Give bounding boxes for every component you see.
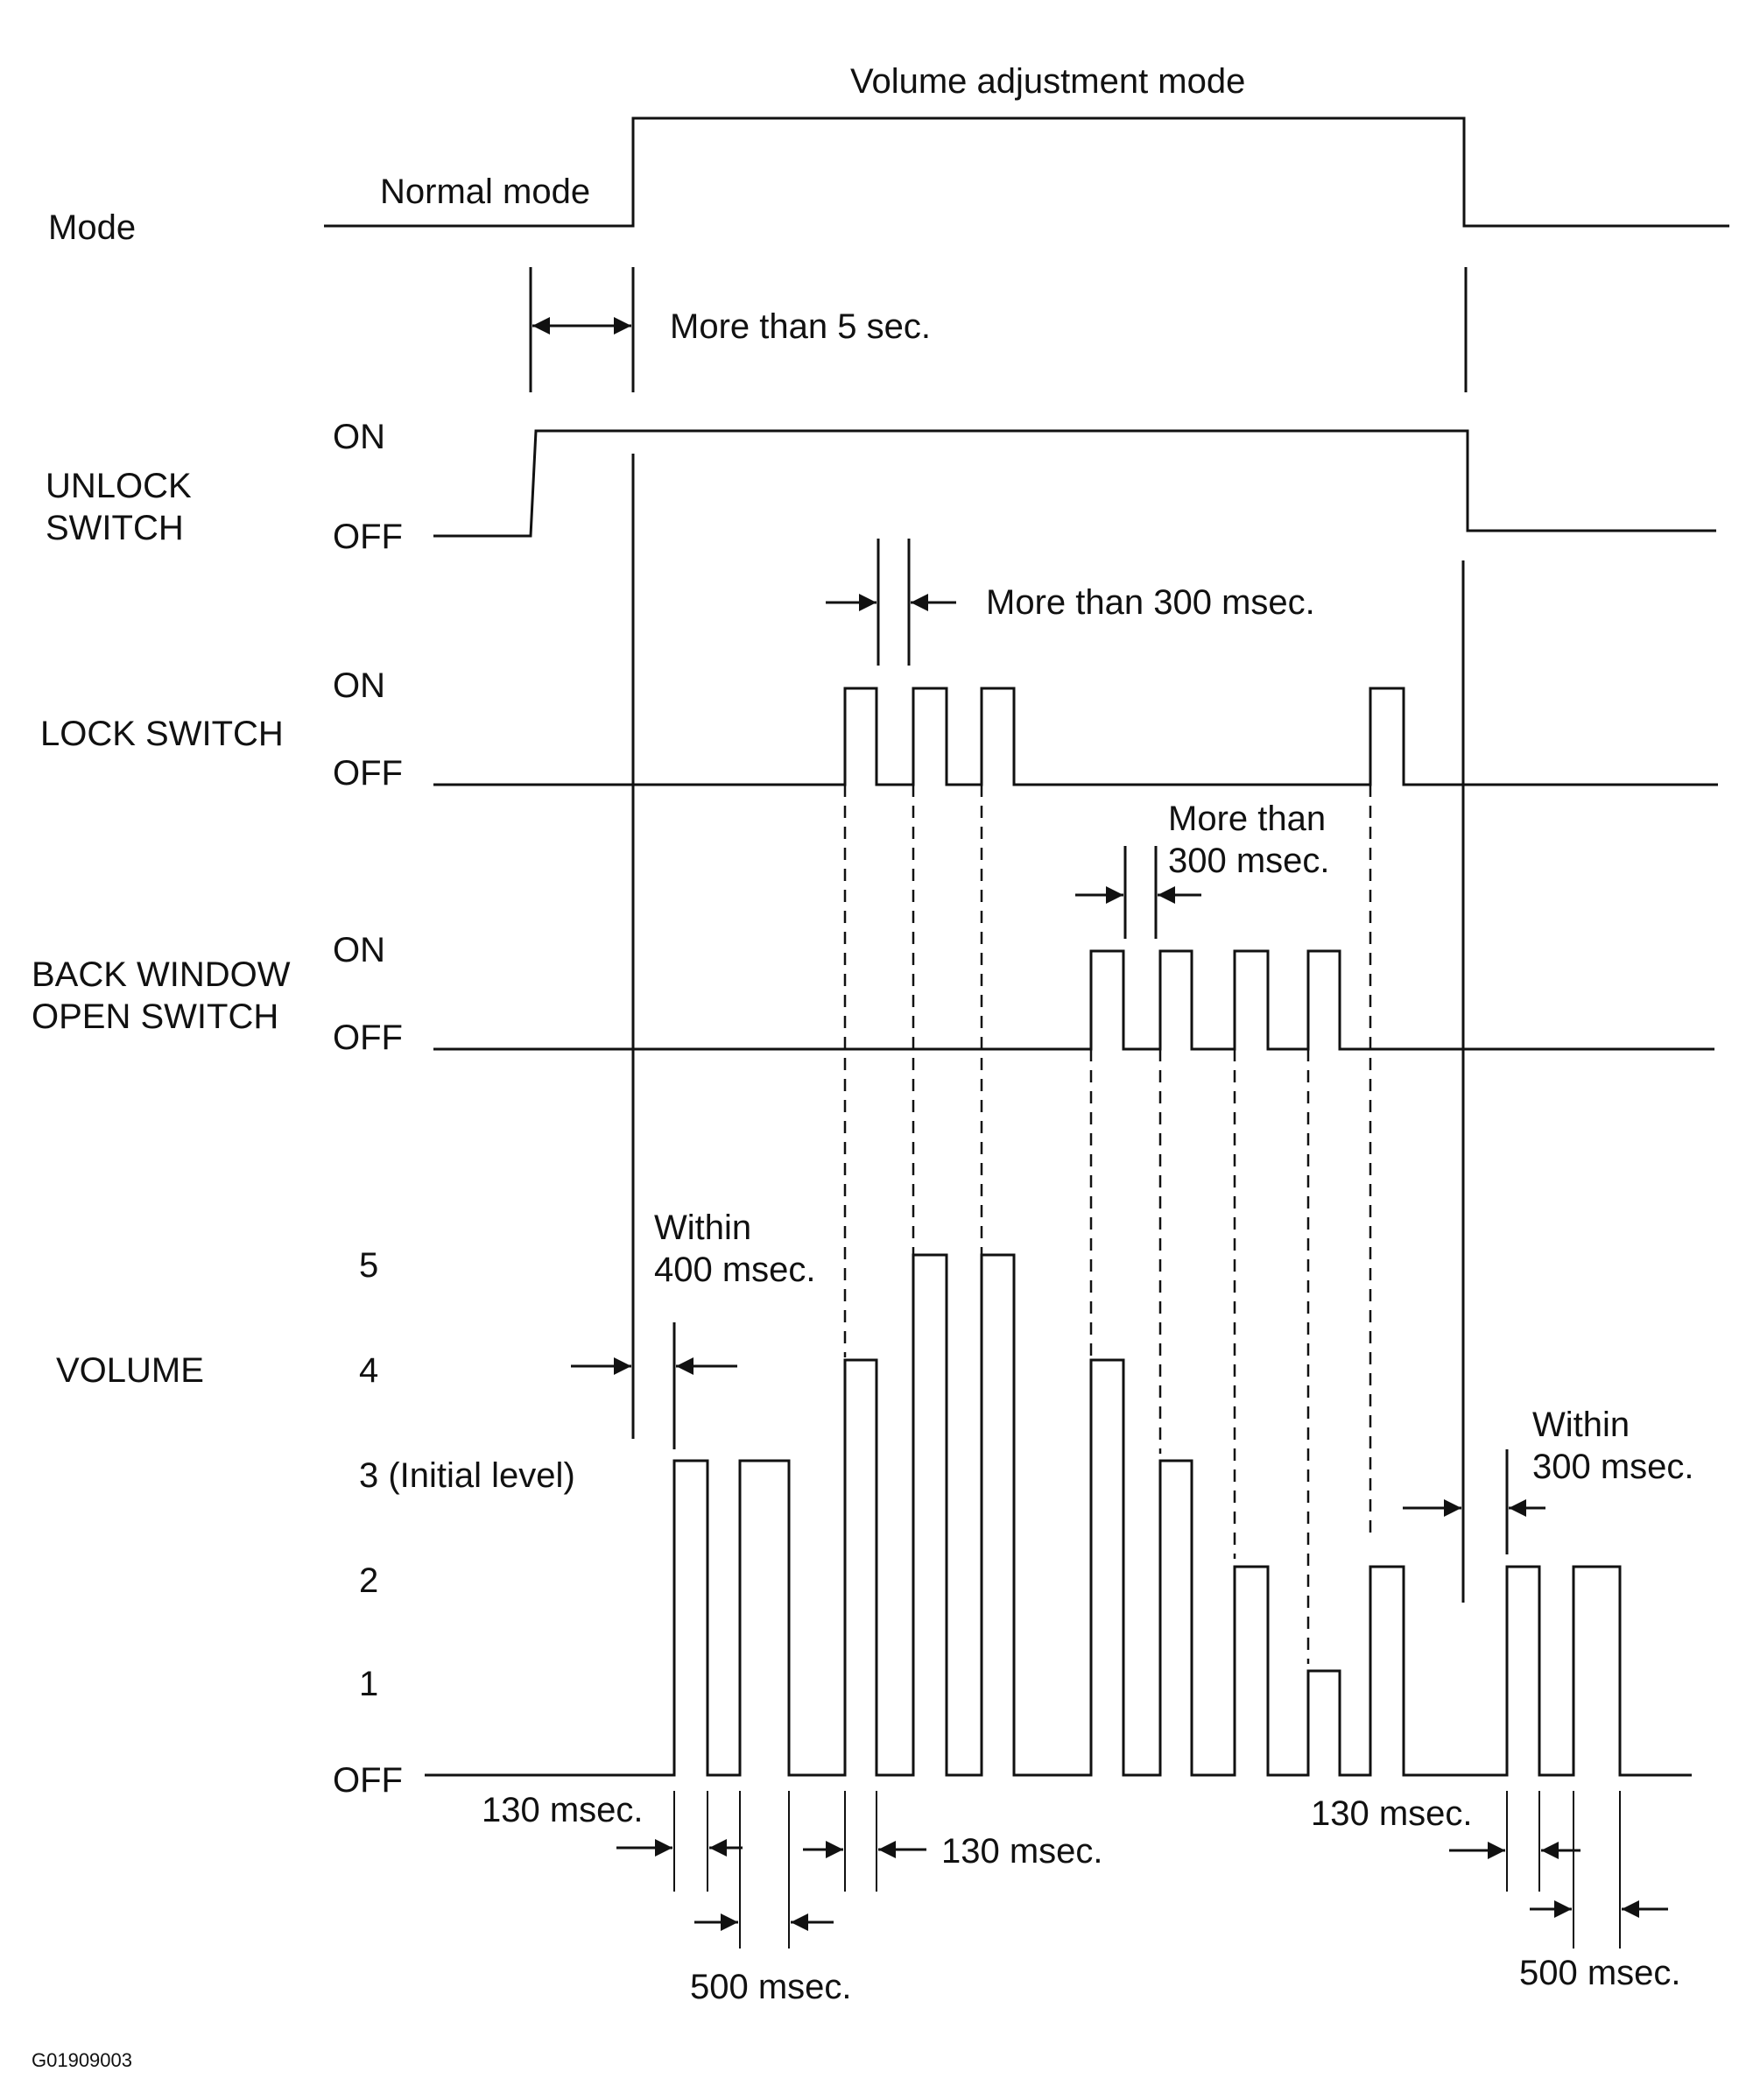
within-400-line-2: 400 msec. [654,1251,816,1289]
lock-switch-waveform [433,687,1718,786]
volume-adjustment-mode-label: Volume adjustment mode [850,62,1245,101]
normal-mode-label: Normal mode [380,173,590,211]
back-off-label: OFF [333,1018,403,1057]
within-300-line-2: 300 msec. [1532,1448,1694,1486]
back-window-switch-waveform [433,949,1714,1051]
volume-level-2: 2 [359,1561,378,1600]
unlock-on-label: ON [333,418,385,456]
lock-more-than-300-label: More than 300 msec. [986,583,1315,622]
back-on-label: ON [333,931,385,969]
volume-level-3: 3 (Initial level) [359,1456,575,1495]
unlock-switch-waveform [433,429,1716,538]
volume-waveform [425,1253,1692,1777]
row-label-back-line-2: OPEN SWITCH [32,997,278,1036]
volume-level-off: OFF [333,1761,403,1800]
lock-off-label: OFF [333,754,403,793]
row-label-unlock-line-1: UNLOCK [46,467,192,505]
within-400-line-1: Within [654,1209,751,1247]
ms130-right-label: 130 msec. [1311,1794,1473,1833]
lock-on-label: ON [333,666,385,705]
ms500-right-label: 500 msec. [1519,1954,1681,1992]
within-300-label: Within 300 msec. [1532,1406,1694,1486]
row-label-lock-switch: LOCK SWITCH [40,715,284,753]
ms130-middle-label: 130 msec. [941,1832,1103,1871]
back-more-than-300-line-1: More than [1168,800,1326,838]
back-more-than-300-line-2: 300 msec. [1168,842,1330,880]
row-label-unlock-line-2: SWITCH [46,509,184,547]
row-label-mode: Mode [48,208,136,247]
more-than-5-sec-label: More than 5 sec. [670,307,931,346]
volume-level-5: 5 [359,1246,378,1285]
unlock-off-label: OFF [333,518,403,556]
ms500-left-label: 500 msec. [690,1968,852,2006]
mode-waveform [324,116,1729,228]
row-label-back-window-open-switch: BACK WINDOW OPEN SWITCH [32,955,300,1036]
row-label-unlock-switch: UNLOCK SWITCH [46,467,201,547]
figure-id: G01909003 [32,2049,132,2071]
ms130-left-label: 130 msec. [482,1791,644,1829]
volume-level-1: 1 [359,1665,378,1703]
row-label-back-line-1: BACK WINDOW [32,955,291,994]
row-label-volume: VOLUME [56,1351,204,1390]
within-400-label: Within 400 msec. [654,1209,816,1289]
back-more-than-300-label: More than 300 msec. [1168,800,1335,880]
volume-level-4: 4 [359,1351,378,1390]
within-300-line-1: Within [1532,1406,1630,1444]
